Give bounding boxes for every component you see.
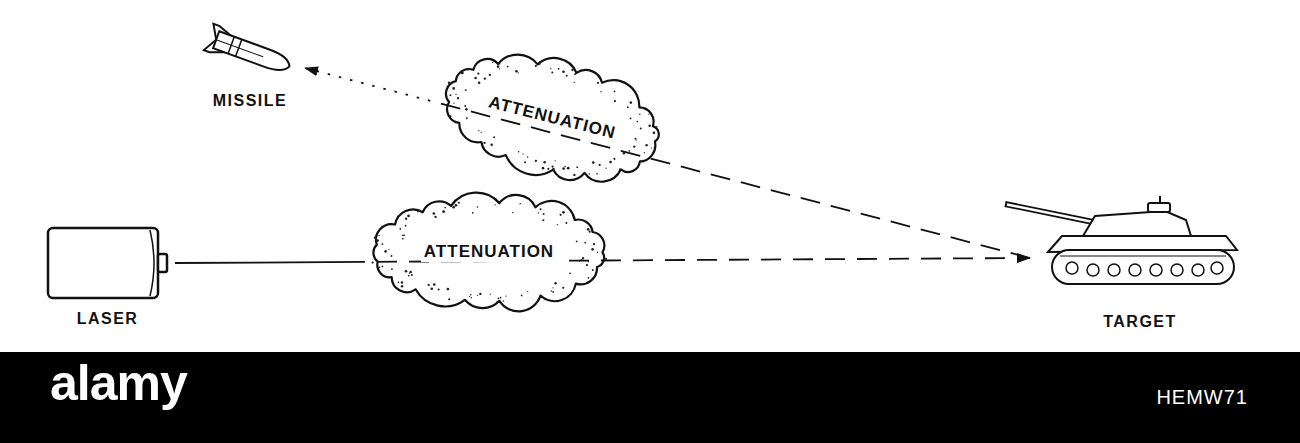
watermark-logo: alamy (50, 354, 187, 412)
attenuation-cloud: ATTENUATION (360, 184, 618, 320)
missile-body (213, 31, 292, 75)
cloud-label: ATTENUATION (421, 242, 557, 262)
tank-track (1052, 250, 1234, 284)
tank-symbol (1005, 196, 1237, 284)
missile-symbol (204, 24, 294, 80)
cloud-stipple (372, 202, 607, 303)
tank-gun (1005, 204, 1093, 222)
watermark-bar: alamyHEMW71 (0, 352, 1300, 443)
tank-cupola (1148, 203, 1170, 212)
beam-path (305, 68, 1030, 258)
cloud-border (446, 55, 659, 182)
attenuation-cloud: ATTENUATION (432, 42, 672, 194)
laser-device (48, 228, 167, 298)
object-label: TARGET (1103, 313, 1177, 331)
laser-face (150, 230, 154, 296)
tank-turret (1083, 211, 1191, 236)
laser-label-node: LASER (40, 222, 175, 332)
laser-housing (48, 228, 158, 298)
image-id: HEMW71 (1156, 386, 1248, 409)
laser-aperture (158, 254, 167, 272)
cloud-border (373, 193, 604, 312)
cloud-stipple (448, 62, 658, 176)
road-wheels (1066, 262, 1223, 276)
cloud-label: ATTENUATION (483, 92, 620, 144)
object-label: MISSILE (213, 92, 288, 110)
missile-label-node: MISSILE (195, 18, 305, 114)
object-label: LASER (77, 310, 139, 328)
target-label-node: TARGET (1030, 195, 1250, 335)
